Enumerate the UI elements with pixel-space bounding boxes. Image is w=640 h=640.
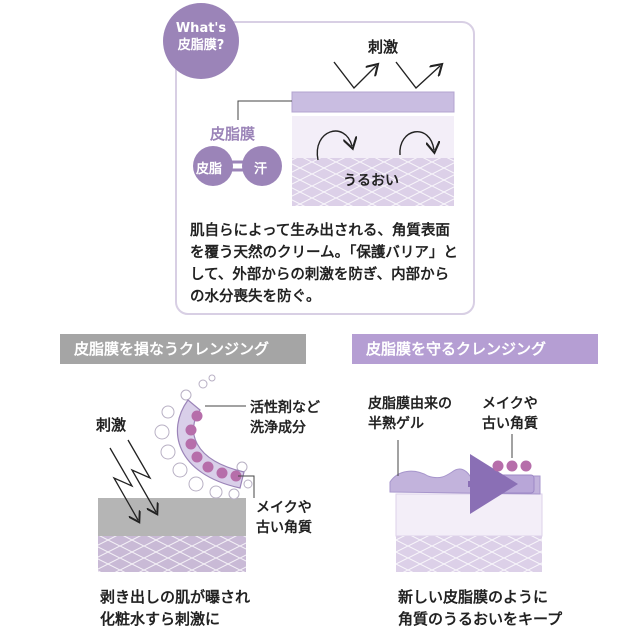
- surfactant-label: 活性剤など 洗浄成分: [250, 400, 320, 436]
- stimulus-bolt-2: [127, 439, 156, 512]
- right-skin-top: [395, 493, 543, 537]
- right-makeup-label: メイクや 古い角質: [482, 396, 538, 432]
- right-caption: 新しい皮脂膜のように 角質のうるおいをキープ: [398, 588, 563, 628]
- sebum-circle: [193, 146, 233, 186]
- moisture-arrow-left: [316, 130, 352, 161]
- right-banner: 皮脂膜を守るクレンジング: [352, 334, 598, 364]
- right-makeup-dots: [492, 460, 532, 472]
- moisture-label: うるおい: [343, 173, 399, 189]
- makeup-dots: [185, 410, 242, 482]
- left-skin-top: [98, 498, 246, 536]
- badge-text: What's 皮脂膜?: [175, 21, 227, 53]
- sweat-circle: [242, 146, 282, 186]
- moisture-arrow-right: [399, 131, 434, 156]
- stimulus-arrow-left: [333, 61, 376, 90]
- sebum-connector: [237, 100, 292, 120]
- left-stimulus-label: 刺激: [96, 416, 127, 434]
- left-caption: 剥き出しの肌が曝され 化粧水すら刺激に: [100, 588, 251, 628]
- left-banner: 皮脂膜を損なうクレンジング: [60, 334, 306, 364]
- foam-bubbles: [154, 374, 253, 500]
- gel-label: 皮脂膜由来の 半熟ゲル: [368, 396, 452, 432]
- sebum-layer: [291, 91, 455, 113]
- stimulus-arrow-right: [395, 61, 440, 90]
- sebum-label: 皮脂膜: [210, 125, 256, 143]
- sweat-circle-label: 汗: [254, 162, 268, 177]
- sebum-circle-label: 皮脂: [196, 162, 223, 177]
- sebum-description: 肌自らによって生み出される、角質表面 を覆う天然のクリーム。「保護バリア」と し…: [190, 223, 458, 305]
- badge-circle: [163, 3, 239, 79]
- stimulus-label: 刺激: [368, 38, 399, 56]
- left-makeup-label: メイクや 古い角質: [256, 500, 312, 536]
- stimulus-bolt-1: [109, 447, 138, 520]
